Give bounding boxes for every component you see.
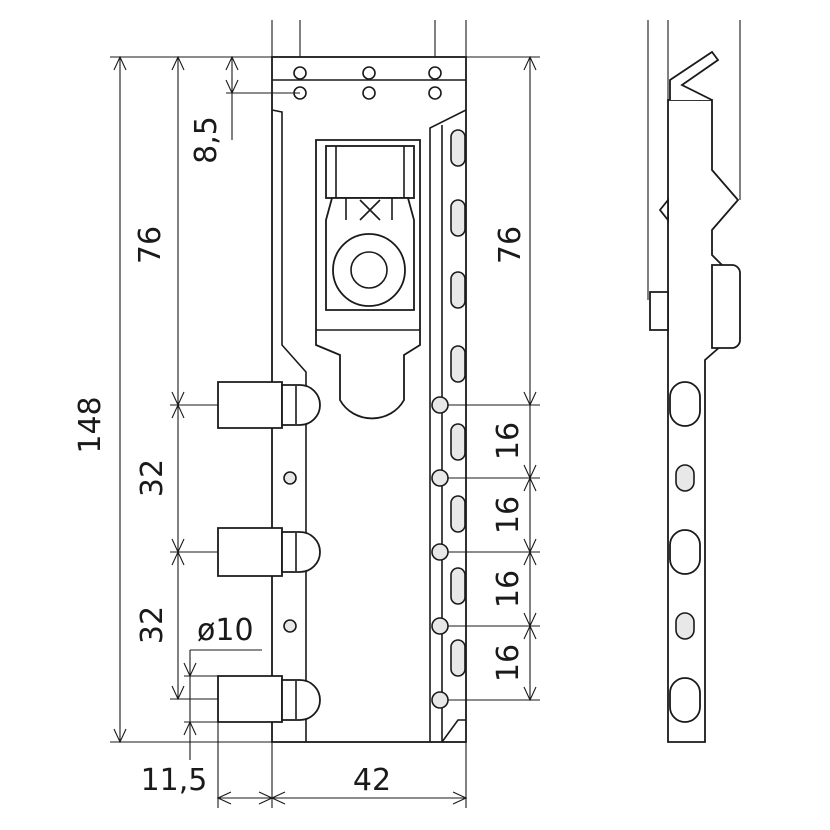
dim-hole-spacing-3: 16 bbox=[491, 570, 526, 608]
dim-hole-spacing-1: 16 bbox=[491, 422, 526, 460]
dimension-labels: 148 76 8,5 32 32 ø10 76 16 16 16 16 11,5… bbox=[73, 116, 528, 798]
top-slots bbox=[293, 66, 442, 100]
dim-top-offset: 8,5 bbox=[189, 116, 224, 164]
front-view bbox=[217, 20, 467, 743]
dim-upper-right: 76 bbox=[493, 226, 528, 264]
dimension-lines bbox=[110, 55, 540, 808]
dim-pin-diameter: ø10 bbox=[197, 613, 254, 648]
dim-upper-left: 76 bbox=[133, 226, 168, 264]
pin-middle bbox=[217, 527, 321, 577]
dim-pin-spacing-2: 32 bbox=[135, 606, 170, 644]
dim-plate-width: 42 bbox=[353, 763, 391, 798]
side-loops bbox=[669, 381, 701, 723]
dim-total-height: 148 bbox=[73, 396, 108, 453]
dim-hole-spacing-2: 16 bbox=[491, 496, 526, 534]
pin-top bbox=[217, 381, 321, 429]
rail-slots bbox=[450, 129, 466, 677]
dim-edge-offset: 11,5 bbox=[141, 763, 208, 798]
side-view bbox=[647, 20, 741, 743]
dim-pin-spacing-1: 32 bbox=[135, 459, 170, 497]
dim-hole-spacing-4: 16 bbox=[491, 644, 526, 682]
pin-bottom bbox=[217, 675, 321, 723]
central-mechanism bbox=[315, 139, 421, 420]
